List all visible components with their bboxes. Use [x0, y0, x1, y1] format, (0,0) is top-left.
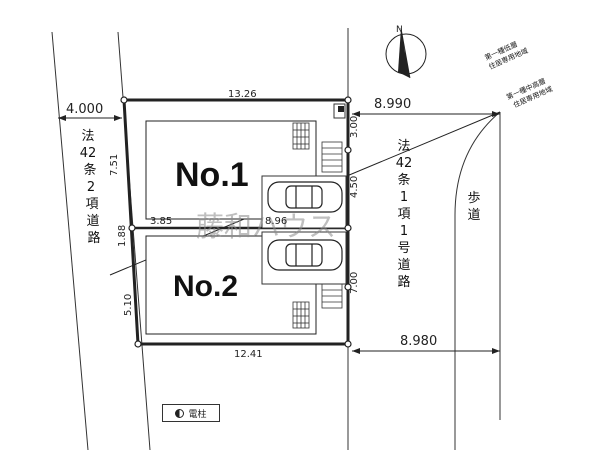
dim-right-mid: 4.50 [349, 176, 360, 198]
svg-text:項: 項 [85, 197, 98, 212]
legend: 電柱 [162, 404, 220, 422]
road-left-width: 4.000 [66, 102, 103, 117]
watermark: 藤和ハウス [196, 210, 336, 243]
svg-text:42: 42 [80, 146, 97, 161]
boundary-points [120, 96, 352, 348]
svg-text:道: 道 [467, 208, 480, 223]
car-1 [267, 181, 343, 213]
dim-top: 13.26 [228, 89, 257, 100]
left-road-line-outer [51, 31, 89, 450]
svg-text:条: 条 [397, 172, 410, 188]
corner-box [333, 103, 346, 119]
north-arrow-icon: N [385, 25, 427, 79]
road-left-dim-arrow-l [58, 115, 66, 121]
stairs-upper [321, 141, 343, 173]
svg-text:42: 42 [396, 156, 413, 171]
road-right-width-bottom: 8.980 [400, 334, 437, 349]
stairs-lower [321, 283, 343, 309]
road-left-dim-arrow-r [114, 115, 122, 121]
road-right-dim-arrow-bottom-r [492, 348, 500, 354]
svg-text:道: 道 [86, 214, 99, 229]
legend-label: 電柱 [188, 409, 207, 420]
svg-text:号: 号 [397, 241, 410, 256]
svg-text:条: 条 [83, 162, 96, 178]
steps-lower [292, 301, 310, 329]
dim-left-upper: 7.51 [109, 154, 120, 176]
svg-text:歩: 歩 [467, 191, 480, 206]
zone-label-lower: 第一種中高層 住居専用地域 [505, 76, 554, 109]
dim-right-top: 3.00 [349, 116, 360, 138]
dim-inner-right: 8.96 [265, 216, 287, 227]
dim-bottom: 12.41 [234, 349, 263, 360]
svg-text:道: 道 [397, 258, 410, 273]
steps-upper [292, 122, 310, 150]
dim-inner-left: 3.85 [150, 216, 172, 227]
dim-left-lower: 5.10 [123, 294, 134, 316]
svg-text:路: 路 [87, 230, 100, 246]
road-right-dim-arrow-top-r [492, 111, 500, 117]
sidewalk-label: 歩 道 [467, 191, 480, 223]
meter-mark [338, 106, 344, 112]
svg-text:1: 1 [400, 224, 408, 239]
dim-right-lower: 7.00 [349, 272, 360, 294]
svg-text:法: 法 [81, 129, 94, 144]
road-right-dim-arrow-top-l [352, 111, 360, 117]
svg-text:法: 法 [397, 139, 410, 154]
svg-text:2: 2 [87, 180, 95, 195]
road-right-label: 法 42 条 1 項 1 号 道 路 [396, 139, 413, 290]
svg-text:項: 項 [397, 207, 410, 222]
dim-left-mid: 1.88 [117, 225, 128, 247]
zone-label-upper: 第一種低層 住居専用地域 [483, 40, 529, 72]
north-label: N [396, 25, 403, 35]
car-2 [267, 239, 343, 271]
road-right-width-top: 8.990 [374, 97, 411, 112]
svg-text:1: 1 [400, 190, 408, 205]
utility-pole-icon [175, 408, 185, 418]
lot-name-2: No.2 [173, 270, 238, 303]
road-right-dim-arrow-bottom-l [352, 348, 360, 354]
svg-text:路: 路 [397, 274, 410, 290]
road-left-label: 法 42 条 2 項 道 路 [80, 129, 101, 246]
lot-name-1: No.1 [175, 156, 249, 194]
sidewalk-curve [454, 111, 501, 450]
